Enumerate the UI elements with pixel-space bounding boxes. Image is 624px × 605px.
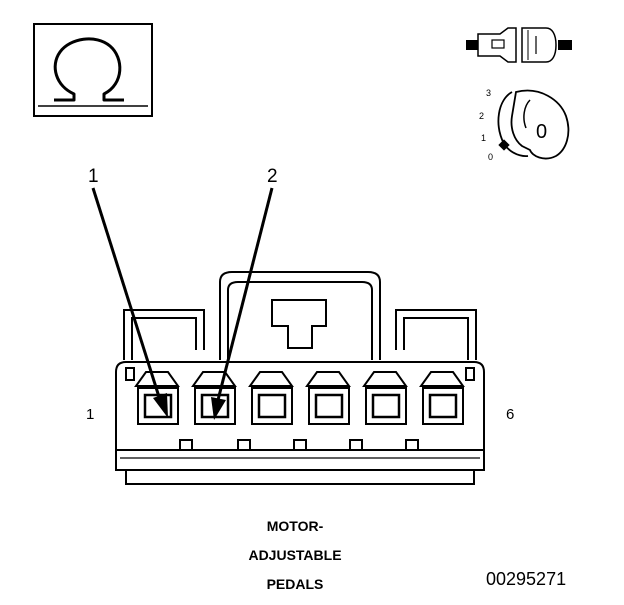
key-position-3: 3 [486, 88, 491, 98]
arrowhead-2 [211, 397, 226, 420]
cavity-4 [305, 371, 351, 425]
title-line-3: PEDALS [267, 576, 324, 592]
ohmmeter-omega-icon [33, 23, 153, 117]
cavity-6 [419, 371, 465, 425]
cavity-3 [248, 371, 294, 425]
key-label: 0 [536, 121, 547, 143]
ignition-key-off-icon: 3 2 1 0 0 [479, 88, 570, 162]
arrowhead-1 [153, 393, 168, 418]
figure-code: 00295271 [486, 569, 566, 589]
callout-leaders [91, 187, 274, 420]
cavity-5 [362, 371, 408, 425]
title-line-1: MOTOR- [267, 518, 324, 534]
pin-label-last: 6 [506, 406, 514, 423]
connector-body [115, 271, 485, 485]
terminal-cavities [134, 371, 465, 425]
key-position-0: 0 [488, 152, 493, 162]
title-line-2: ADJUSTABLE [248, 547, 341, 563]
disconnected-connector-icon [466, 27, 572, 63]
callout-2: 2 [267, 166, 278, 187]
pin-label-first: 1 [86, 406, 94, 423]
key-position-2: 2 [479, 111, 484, 121]
callout-1: 1 [88, 166, 99, 187]
key-position-1: 1 [481, 133, 486, 143]
